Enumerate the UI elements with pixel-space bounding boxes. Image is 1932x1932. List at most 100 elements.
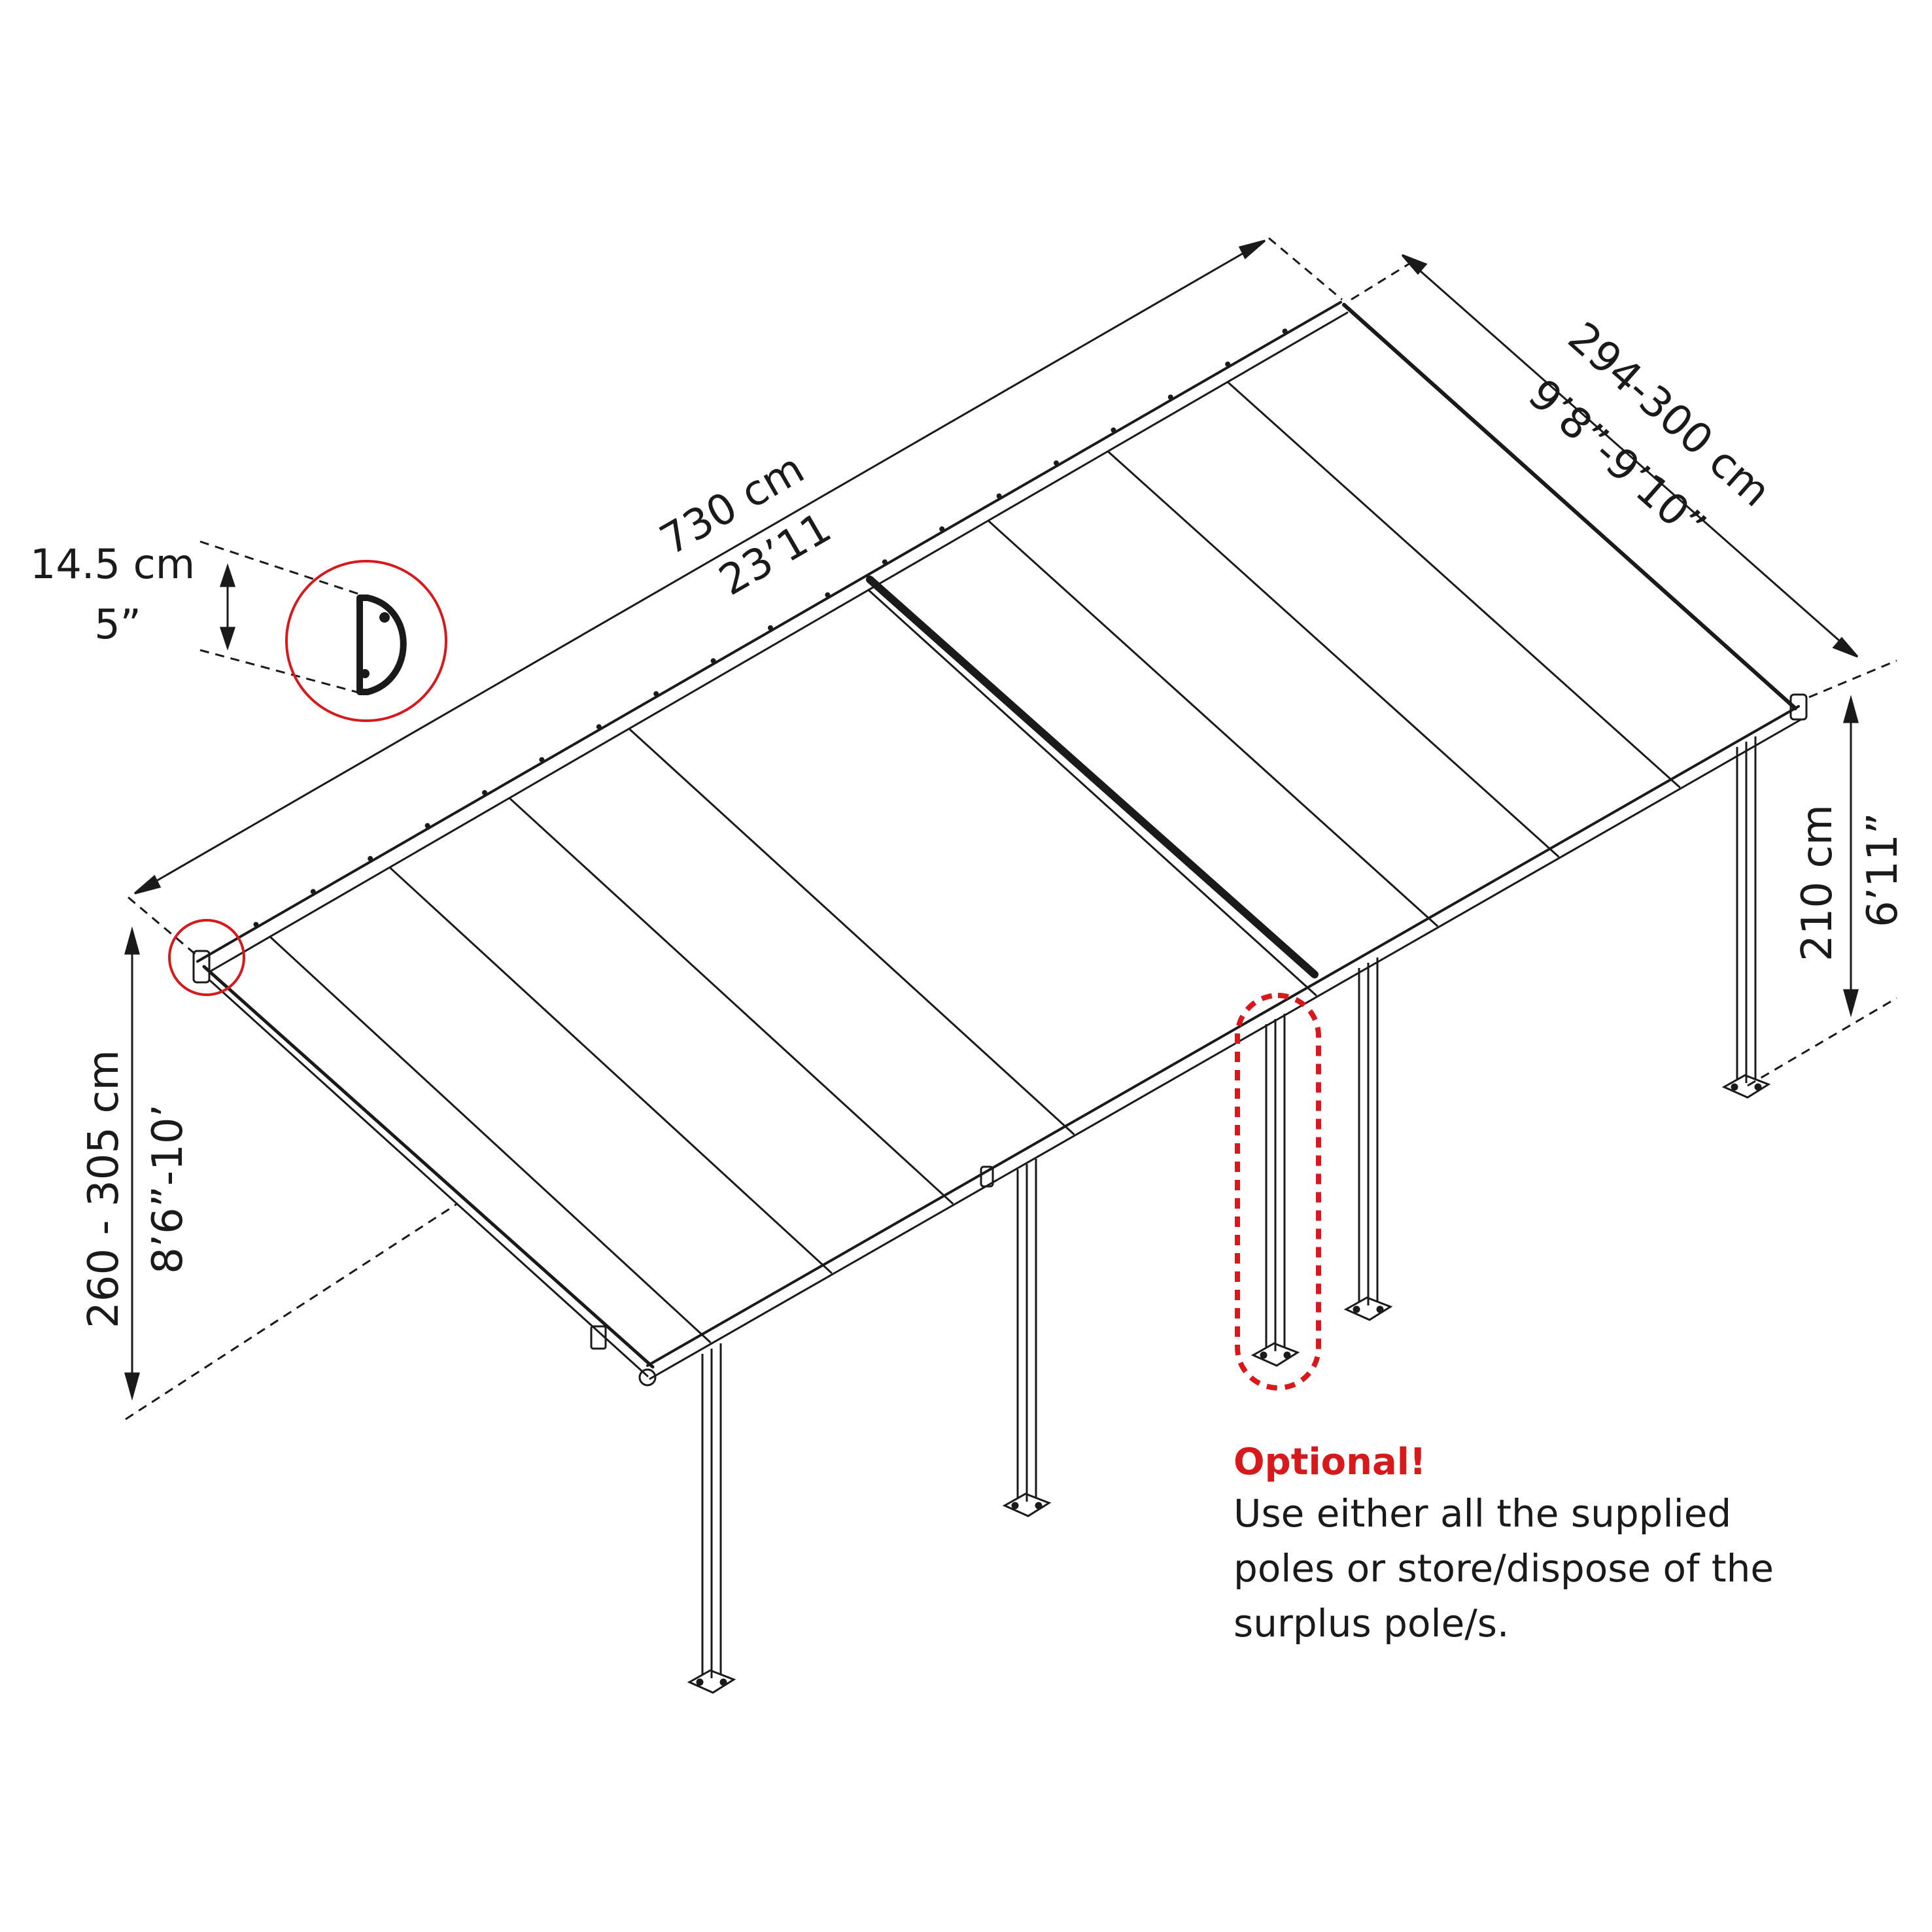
screw-dot [882,559,888,565]
width-arrow-start [1401,254,1428,275]
width-ext-top [1351,260,1413,301]
length-dimension-line [134,239,1266,895]
length-arrow-end [1238,239,1266,260]
screw-dot [1111,427,1116,433]
gutter-profile-icon [356,595,407,695]
screw-dot [1282,328,1288,334]
base-bolt [696,1678,704,1686]
back-wall-beam [196,301,1342,963]
screw-dot [310,889,316,895]
post-base-plate [1343,1296,1393,1321]
gutter-arrow-bottom [219,627,236,651]
screw-dot [424,823,430,829]
front-left-endcap [638,1368,657,1387]
screw-dot [825,592,831,598]
front-height-ext [1747,997,1897,1087]
front-height-arrow-bottom [1843,989,1859,1018]
post-base-plate [1721,1074,1771,1099]
post-base-plate [1002,1492,1052,1517]
screw-dot [768,625,773,630]
left-side-rafter-inner [209,980,649,1377]
back-wall-beam-inner [208,311,1349,973]
back-height-ext [125,1202,458,1421]
panel-seam [509,797,954,1205]
gutter-in-label: 5” [94,600,141,648]
gutter-cm-label: 14.5 cm [30,540,195,588]
note-line-2: poles or store/dispose of the [1233,1546,1774,1591]
screw-dot [596,724,602,730]
front-gutter-beam [646,705,1800,1367]
optional-post-highlight [1235,993,1321,1390]
base-bolt [1353,1305,1360,1313]
middle-rafter [866,576,1319,978]
post [1251,1014,1300,1367]
posts [687,736,1771,1694]
roof-frame [192,301,1808,1387]
base-bolt [1260,1351,1268,1359]
gutter-profile-notch-2 [360,669,370,678]
gutter-arrow-top [219,563,236,587]
length-arrow-start [134,874,162,895]
post [1343,957,1393,1321]
screw-dot [996,493,1002,499]
gutter-ext-bottom [199,649,367,696]
gutter-joint [980,1165,994,1188]
note-line-1: Use either all the supplied [1233,1491,1732,1536]
post [687,1343,736,1694]
back-height-arrow-bottom [124,1372,140,1401]
gutter-ext-top [199,540,367,598]
front-height-cm-label: 210 cm [1793,804,1842,961]
screw-dot [1054,460,1059,466]
panel-seam [269,936,712,1344]
width-arrow-end [1832,636,1859,658]
width-dimension-line [1402,254,1858,658]
note-title: Optional! [1233,1441,1426,1483]
screw-dot [368,855,373,861]
panel-seam [988,520,1439,927]
screw-dot [653,691,659,697]
base-bolt [1035,1502,1043,1509]
detail-circle [285,560,447,722]
base-bolt [1376,1305,1384,1313]
panel-seam [868,589,1317,997]
base-bolt [1283,1351,1291,1359]
panel-seam [1107,451,1560,858]
right-side-rafter [1342,303,1797,710]
screw-dot [539,757,545,763]
front-height-ft-label: 6’11” [1859,812,1907,927]
screw-dot [253,922,259,927]
post [1002,1159,1052,1517]
post [1721,736,1771,1099]
width-ext-bottom [1808,659,1897,699]
post-base-plate [687,1669,736,1694]
beam-screws [253,328,1288,927]
front-gutter-beam-inner [649,718,1803,1380]
back-left-endcap [192,950,211,984]
dimension-lines [124,237,1897,1421]
gutter-profile-detail [168,560,447,996]
screw-dot [482,790,487,795]
panel-seam [1227,381,1681,789]
screw-dot [1167,394,1173,400]
screw-dot [939,526,945,532]
screw-dot [1225,361,1231,367]
back-height-cm-label: 260 - 305 cm [80,1050,128,1328]
gutter-profile-notch [379,612,390,623]
base-bolt [1731,1083,1738,1091]
note-line-3: surplus pole/s. [1233,1601,1509,1646]
endcap-highlight-circle [168,919,245,996]
panel-seam [389,867,833,1274]
back-height-ft-label: 8’6”-10’ [144,1104,192,1274]
post-base-plate [1251,1342,1300,1367]
base-bolt [719,1678,727,1686]
left-side-rafter [202,965,655,1369]
optional-note: Optional! Use either all the supplied po… [1233,1439,1888,1651]
back-height-arrow-top [124,926,140,955]
base-bolt [1754,1083,1762,1091]
roof-panels [269,381,1681,1344]
base-bolt [1011,1502,1019,1509]
front-height-arrow-top [1843,695,1859,723]
panel-seam [629,728,1075,1135]
screw-dot [710,658,716,664]
